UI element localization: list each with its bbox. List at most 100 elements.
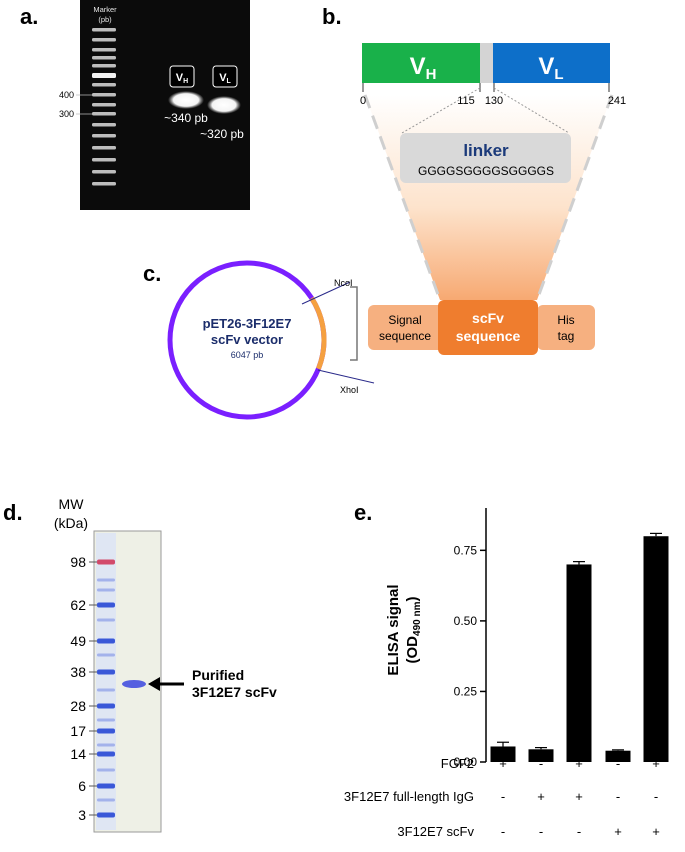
condition-sign: - bbox=[616, 756, 620, 771]
signal-label-1: Signal bbox=[388, 313, 421, 327]
his-tag-box bbox=[537, 305, 595, 350]
vh-band bbox=[168, 91, 204, 109]
ladder-band-6 bbox=[97, 783, 115, 789]
ladder-band-14 bbox=[97, 751, 115, 757]
scfv-insert-arc bbox=[309, 296, 327, 370]
signal-label-2: sequence bbox=[379, 329, 431, 343]
mw-marker-38: 38 bbox=[70, 664, 86, 680]
pos-label-115: 115 bbox=[457, 95, 475, 107]
his-label-1: His bbox=[557, 313, 574, 327]
y-tick-label-0.00: 0.00 bbox=[454, 755, 478, 769]
condition-sign: + bbox=[575, 756, 583, 771]
arrow-label-1: Purified bbox=[192, 667, 244, 683]
arrow-head-icon bbox=[148, 677, 160, 691]
condition-sign: + bbox=[575, 789, 583, 804]
ladder-band bbox=[92, 28, 116, 32]
bar-5 bbox=[643, 536, 669, 762]
bar-1 bbox=[490, 746, 516, 762]
ladder-band-38 bbox=[97, 669, 115, 675]
condition-sign: - bbox=[501, 789, 505, 804]
pos-label-241: 241 bbox=[608, 95, 626, 107]
ladder-band-minor bbox=[97, 798, 115, 802]
ladder-band bbox=[92, 93, 116, 97]
ladder-mark-300: 300 bbox=[59, 109, 74, 119]
plasmid-size: 6047 pb bbox=[231, 350, 264, 360]
linker-segment bbox=[480, 43, 494, 83]
his-label-2: tag bbox=[558, 329, 575, 343]
linker-zoom-left bbox=[401, 87, 481, 134]
ladder-band bbox=[92, 64, 116, 68]
vl-lane-label-box bbox=[212, 65, 238, 88]
ladder-band-minor bbox=[97, 588, 115, 592]
ladder-band bbox=[92, 170, 116, 174]
mw-marker-49: 49 bbox=[70, 633, 86, 649]
condition-sign: - bbox=[577, 824, 581, 839]
ladder-band-98 bbox=[97, 559, 115, 565]
vl-lane-label: VL bbox=[219, 72, 231, 85]
marker-ladder bbox=[92, 28, 116, 186]
condition-sign: + bbox=[499, 756, 507, 771]
panel-b-letter: b. bbox=[322, 4, 342, 29]
ladder-band bbox=[92, 103, 116, 107]
condition-sign: - bbox=[539, 756, 543, 771]
condition-sign: + bbox=[652, 756, 660, 771]
y-tick-label-0.50: 0.50 bbox=[454, 614, 478, 628]
signal-sequence-box bbox=[368, 305, 446, 350]
plasmid-name-2: scFv vector bbox=[211, 332, 283, 347]
y-axis-label: ELISA signal (OD490 nm) bbox=[385, 584, 423, 675]
linker-box bbox=[400, 133, 571, 183]
vh-lane-label: VH bbox=[176, 72, 188, 85]
ladder-mark-400: 400 bbox=[59, 90, 74, 100]
condition-sign: - bbox=[616, 789, 620, 804]
condition-label-2: 3F12E7 full-length IgG bbox=[344, 789, 474, 804]
ladder-band-3 bbox=[97, 812, 115, 818]
bar-3 bbox=[566, 564, 592, 762]
ladder-band-62 bbox=[97, 602, 115, 608]
y-axis-label-1: ELISA signal bbox=[385, 584, 402, 675]
mw-marker-3: 3 bbox=[78, 807, 86, 823]
condition-sign: - bbox=[654, 789, 658, 804]
mw-marker-14: 14 bbox=[70, 746, 86, 762]
y-tick-label-0.25: 0.25 bbox=[454, 684, 478, 698]
bar-4 bbox=[605, 750, 631, 762]
marker-unit: (pb) bbox=[98, 15, 112, 24]
vl-domain-label: VL bbox=[538, 53, 563, 83]
condition-table: FGF2+-+-+3F12E7 full-length IgG-++--3F12… bbox=[344, 756, 660, 839]
scfv-label-2: sequence bbox=[456, 328, 521, 344]
cone-edge-left bbox=[363, 94, 442, 301]
vh-domain-label: VH bbox=[410, 53, 437, 83]
panel-a: a. Marker (pb) 400 300 VH VL ~340 pb ~32… bbox=[20, 0, 250, 210]
condition-sign: + bbox=[652, 824, 660, 839]
y-tick-label-0.75: 0.75 bbox=[454, 543, 478, 557]
mw-marker-17: 17 bbox=[70, 723, 86, 739]
condition-sign: - bbox=[539, 824, 543, 839]
ladder-band-minor bbox=[97, 653, 115, 657]
condition-sign: + bbox=[537, 789, 545, 804]
ncoi-site-label: NcoI bbox=[334, 278, 353, 288]
mw-marker-62: 62 bbox=[70, 597, 86, 613]
condition-sign: - bbox=[501, 824, 505, 839]
mw-marker-28: 28 bbox=[70, 698, 86, 714]
ladder-band-minor bbox=[97, 718, 115, 722]
panel-c: c. NcoI XhoI pET26-3F12E7 scFv vector 60… bbox=[143, 260, 375, 420]
linker-zoom-right bbox=[493, 87, 570, 134]
scfv-label-1: scFv bbox=[472, 310, 504, 326]
linker-title: linker bbox=[463, 141, 509, 160]
vh-domain-box bbox=[362, 43, 484, 83]
ladder-band-minor bbox=[97, 578, 115, 582]
ncoi-site-line bbox=[301, 281, 351, 305]
vh-band-size: ~340 pb bbox=[164, 111, 208, 125]
ladder-band bbox=[92, 56, 116, 60]
ladder-band-minor bbox=[97, 768, 115, 772]
mw-unit: (kDa) bbox=[54, 515, 88, 531]
ladder-band-minor bbox=[97, 618, 115, 622]
ladder-band bbox=[92, 73, 116, 78]
vl-band bbox=[207, 96, 241, 114]
pos-label-0: 0 bbox=[360, 95, 366, 107]
ladder-band bbox=[92, 83, 116, 87]
ladder-band bbox=[92, 123, 116, 127]
